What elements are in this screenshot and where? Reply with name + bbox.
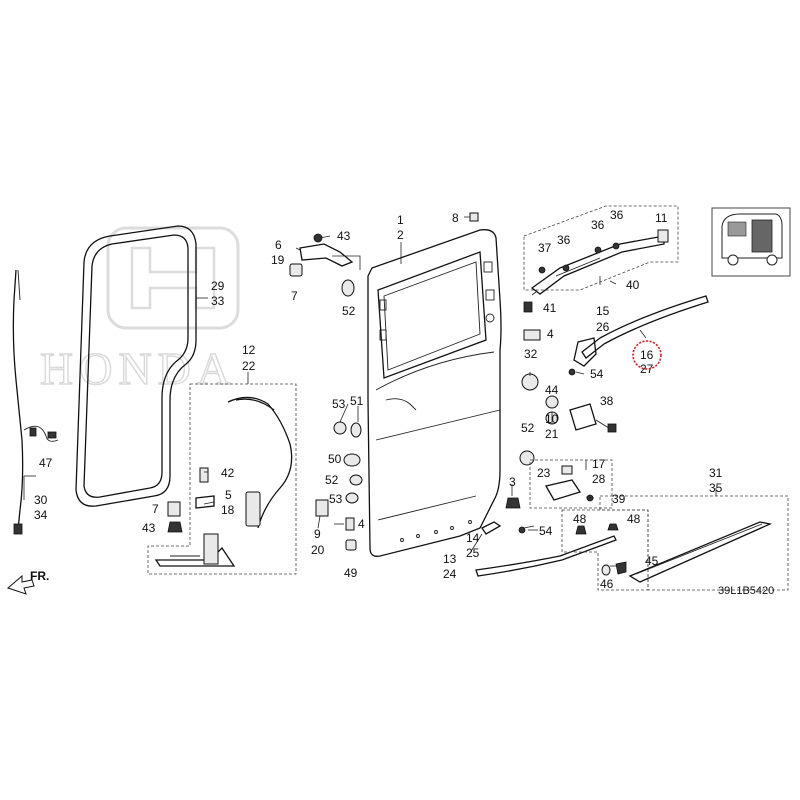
callout-25: 25: [466, 546, 480, 560]
callout-15: 15: [596, 304, 610, 318]
honda-watermark: HONDA: [39, 226, 240, 395]
diagram-code: 39L1B5420: [718, 585, 774, 597]
callout-54-top: 54: [590, 367, 604, 381]
callout-41: 41: [543, 301, 557, 315]
door-weatherstrip: [75, 225, 197, 507]
callout-48-a: 48: [573, 512, 587, 526]
callout-45: 45: [645, 554, 659, 568]
door-wire-harness: [12, 269, 59, 535]
callout-4-bottom: 4: [358, 517, 365, 531]
door-cable-assembly: [147, 383, 297, 575]
callout-13: 13: [443, 552, 457, 566]
callout-40: 40: [626, 278, 640, 292]
sliding-door-panel: [367, 229, 502, 557]
callout-36-c: 36: [610, 208, 624, 222]
callout-47: 47: [39, 456, 53, 470]
callout-36-b: 36: [591, 218, 605, 232]
callout-6: 6: [275, 238, 282, 252]
small-parts-left: [167, 467, 215, 533]
callout-35: 35: [709, 481, 723, 495]
callout-30: 30: [34, 493, 48, 507]
door-latch-bracket: [529, 459, 613, 509]
callout-5: 5: [225, 488, 232, 502]
leader-lines: [23, 216, 717, 567]
callout-38: 38: [600, 394, 614, 408]
callout-10: 10: [545, 412, 559, 426]
callout-20: 20: [311, 543, 325, 557]
callout-labels: 1 2 8 6 19 43 7 52 29 33 12 22 47 30 34 …: [34, 208, 723, 591]
callout-2: 2: [397, 228, 404, 242]
callout-29: 29: [211, 279, 225, 293]
callout-53-bottom: 53: [329, 492, 343, 506]
callout-31: 31: [709, 466, 723, 480]
callout-28: 28: [592, 472, 606, 486]
callout-22: 22: [242, 359, 256, 373]
callout-32: 32: [524, 347, 538, 361]
callout-43-bottom: 43: [142, 521, 156, 535]
callout-19: 19: [271, 253, 285, 267]
callout-48-b: 48: [627, 512, 641, 526]
callout-7-top: 7: [291, 289, 298, 303]
callout-51: 51: [350, 394, 364, 408]
callout-16: 16: [640, 348, 654, 362]
bumper-and-bolt: [505, 497, 526, 534]
callout-49: 49: [344, 566, 358, 580]
callout-54-bottom: 54: [539, 524, 553, 538]
callout-50: 50: [328, 452, 342, 466]
upper-rail-assembly: [523, 205, 679, 313]
callout-34: 34: [34, 508, 48, 522]
callout-52-right: 52: [521, 421, 535, 435]
callout-43-top: 43: [337, 229, 351, 243]
callout-4-top: 4: [547, 327, 554, 341]
callout-33: 33: [211, 294, 225, 308]
callout-18: 18: [221, 503, 235, 517]
callout-7-bottom: 7: [152, 502, 159, 516]
callout-8: 8: [452, 211, 459, 225]
lower-rail: [475, 509, 649, 591]
callout-23: 23: [537, 466, 551, 480]
callout-9: 9: [314, 527, 321, 541]
callout-42: 42: [221, 466, 235, 480]
front-direction-arrow: FR.: [7, 569, 49, 595]
callout-44: 44: [545, 383, 559, 397]
callout-3: 3: [509, 475, 516, 489]
highlight-ring: [632, 340, 662, 370]
callout-39: 39: [612, 492, 626, 506]
callout-21: 21: [545, 427, 559, 441]
callout-52-mid: 52: [325, 473, 339, 487]
callout-11: 11: [655, 211, 668, 225]
callout-1: 1: [397, 213, 404, 227]
side-molding: [599, 495, 789, 591]
callout-26: 26: [596, 320, 610, 334]
svg-text:HONDA: HONDA: [40, 343, 236, 394]
callout-36-a: 36: [557, 233, 571, 247]
callout-14: 14: [466, 531, 480, 545]
door-check-assembly: [289, 233, 361, 277]
callout-46: 46: [600, 577, 614, 591]
callout-52-top: 52: [342, 304, 356, 318]
vehicle-thumbnail-icon: [711, 207, 791, 277]
callout-12: 12: [242, 343, 256, 357]
front-direction-label: FR.: [30, 569, 49, 583]
center-roller-rail: [521, 295, 709, 391]
callout-53-top: 53: [332, 397, 346, 411]
callout-24: 24: [443, 567, 457, 581]
center-small-parts: [315, 212, 479, 551]
callout-37: 37: [538, 241, 552, 255]
callout-17: 17: [592, 457, 606, 471]
